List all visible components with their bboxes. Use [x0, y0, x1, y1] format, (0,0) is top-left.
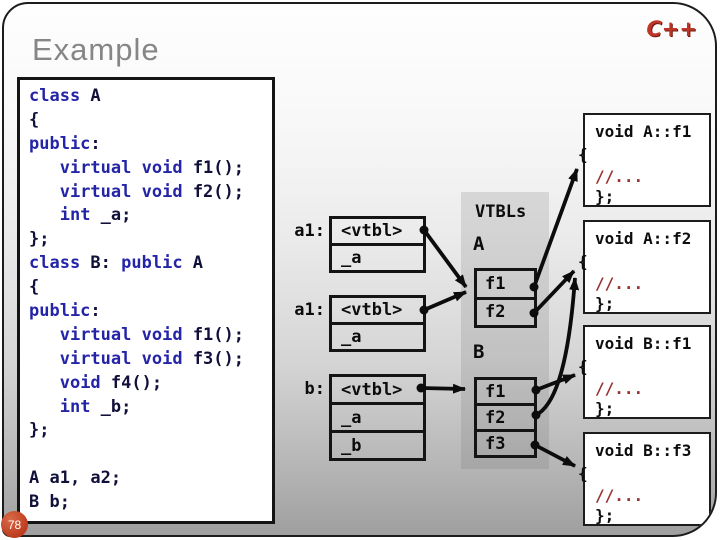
object-label-a1-second: a1:	[294, 300, 325, 320]
object-cell-vtbl: <vtbl>	[341, 379, 403, 400]
code-line: {	[29, 277, 40, 298]
function-signature: void B::f1	[595, 334, 692, 353]
code-line: int _a;	[59, 205, 132, 226]
vtbl-table-a: f1 f2	[474, 268, 537, 328]
code-line: public:	[29, 133, 101, 154]
function-box-a-f1: void A::f1 { //... };	[578, 113, 711, 207]
code-panel: class A { public: virtual void f1(); virtu…	[17, 77, 275, 524]
code-line: public:	[29, 301, 101, 322]
function-body-comment: //...	[595, 274, 644, 293]
code-line: class B: public A	[29, 253, 204, 274]
close-brace: };	[595, 506, 615, 525]
vtbl-entry-f1: f1	[485, 381, 506, 402]
code-line: virtual void f2();	[59, 181, 244, 202]
code-line: void f4();	[59, 372, 163, 393]
code-line: int _b;	[59, 396, 132, 417]
code-line	[29, 443, 270, 467]
cpp-logo: C++	[646, 17, 697, 41]
open-brace: {	[578, 357, 588, 376]
code-line: A a1, a2;	[29, 468, 122, 489]
code-line: virtual void f1();	[59, 157, 244, 178]
page-number-badge: 78	[1, 511, 28, 538]
vtbl-table-b: f1 f2 f3	[474, 377, 537, 458]
vtbl-entry-f2: f2	[477, 403, 534, 429]
object-label-b: b:	[304, 379, 325, 399]
open-brace: {	[578, 145, 588, 164]
function-box-b-f1: void B::f1 { //... };	[578, 325, 711, 419]
function-signature: void A::f2	[595, 229, 692, 248]
function-body-comment: //...	[595, 379, 644, 398]
function-box-a-f2: void A::f2 { //... };	[578, 220, 711, 314]
object-box-a1-second: <vtbl> _a	[329, 295, 426, 352]
code-line: {	[29, 109, 40, 130]
close-brace: };	[595, 187, 615, 206]
vtbl-entry-f3: f3	[477, 429, 534, 455]
vtbl-panel-title: VTBLs	[475, 202, 527, 222]
function-signature: void B::f3	[595, 441, 692, 460]
object-box-a1-first: <vtbl> _a	[329, 216, 426, 273]
open-brace: {	[578, 252, 588, 271]
object-cell-vtbl: <vtbl>	[341, 300, 403, 320]
vtbl-entry-f2: f2	[477, 296, 534, 326]
object-cell-a: _a	[332, 322, 423, 349]
function-box-b-f3: void B::f3 { //... };	[578, 432, 711, 526]
vtbl-class-label-a: A	[473, 233, 485, 255]
object-box-b: <vtbl> _a _b	[329, 374, 426, 461]
object-cell-b: _b	[332, 430, 423, 458]
close-brace: };	[595, 399, 615, 418]
code-line: B b;	[29, 492, 70, 513]
vtbl-entry-f1: f1	[485, 273, 506, 294]
object-cell-a: _a	[332, 402, 423, 430]
code-line: virtual void f1();	[59, 324, 244, 345]
code-line: };	[29, 229, 50, 250]
object-cell-vtbl: <vtbl>	[341, 221, 403, 241]
code-line: class A	[29, 86, 101, 106]
function-signature: void A::f1	[595, 122, 692, 141]
code-line: virtual void f3();	[59, 348, 244, 369]
page-title: Example	[32, 32, 160, 67]
open-brace: {	[578, 464, 588, 483]
vtbl-class-label-b: B	[473, 341, 485, 363]
object-label-a1: a1:	[294, 221, 325, 241]
code-line: };	[29, 420, 50, 441]
object-cell-a: _a	[332, 243, 423, 270]
close-brace: };	[595, 294, 615, 313]
function-body-comment: //...	[595, 167, 644, 186]
function-body-comment: //...	[595, 486, 644, 505]
